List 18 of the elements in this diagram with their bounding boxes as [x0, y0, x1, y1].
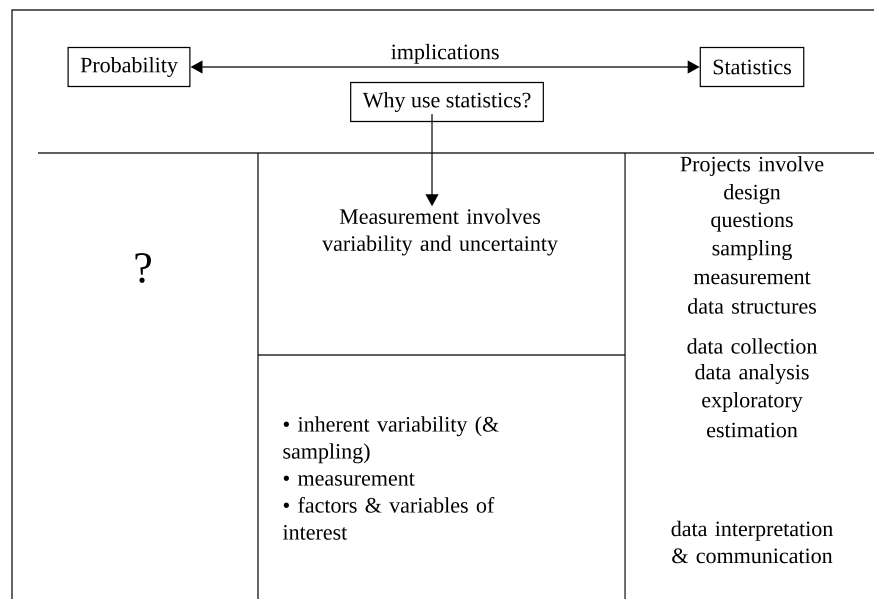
list-item: questions — [711, 212, 793, 232]
text-box: Probability — [68, 46, 190, 88]
list-item: data analysis — [695, 364, 809, 384]
text-box: Statistics — [700, 46, 804, 88]
question-mark: ? — [136, 253, 151, 283]
list-item: design — [724, 184, 780, 204]
list-item: estimation — [707, 422, 798, 438]
list-item: measurement — [694, 272, 811, 284]
list-item: data interpretation & communication — [672, 520, 833, 564]
list-item: exploratory — [702, 392, 803, 412]
text-box: Why use statistics? — [350, 82, 544, 122]
cell-text: Measurement involves variability and uncertainty — [322, 208, 558, 256]
cell-text: • inherent variability (& sampling) • measurement • factors & variables of interest — [282, 416, 499, 540]
edge-label: implications — [390, 42, 500, 65]
list-item: sampling — [712, 240, 792, 260]
list-item: data collection — [687, 338, 818, 354]
list-item: data structures — [688, 298, 816, 314]
list-item: Projects involve — [680, 156, 824, 176]
